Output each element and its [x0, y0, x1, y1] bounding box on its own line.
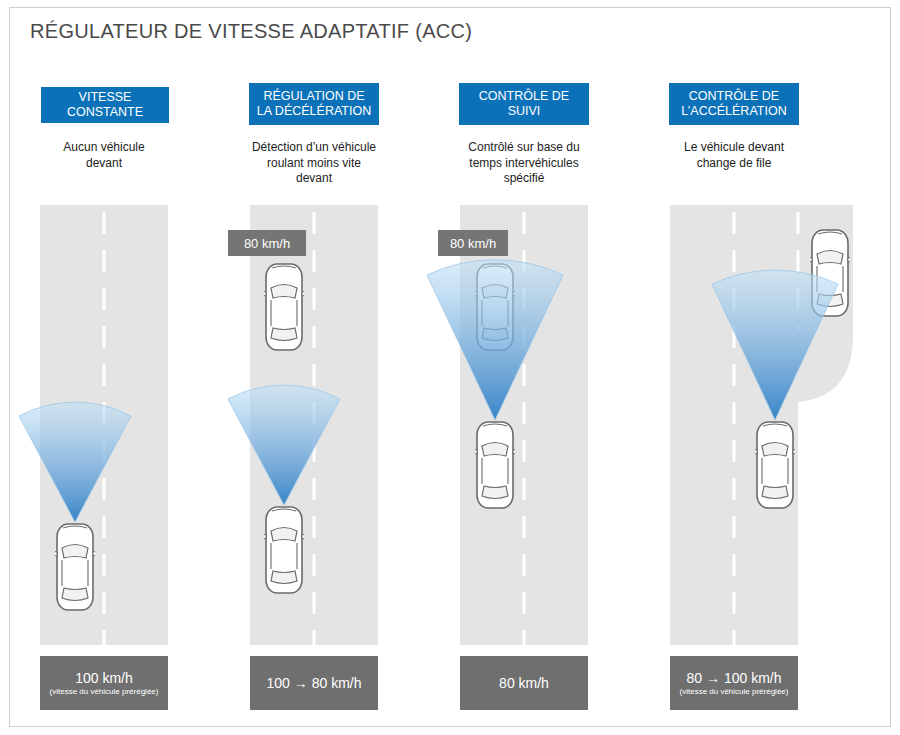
box-text: 100 → 80 km/h	[267, 675, 362, 692]
box-text: CONTRÔLE DE SUIVI	[465, 89, 583, 119]
box-text: 100 km/h	[75, 670, 133, 687]
speed-tag: 80 km/h	[228, 230, 306, 256]
mode-header: CONTRÔLE DE L’ACCÉLÉRATION	[669, 83, 799, 125]
box-text: 80 → 100 km/h	[687, 670, 782, 687]
roads	[40, 205, 853, 645]
description: Contrôlé sur base du temps intervéhicule…	[459, 140, 589, 187]
box-subtext: (vitesse du véhicule préréglée)	[50, 687, 159, 697]
frame	[10, 8, 891, 727]
cars	[53, 230, 852, 610]
mode-header: RÉGULATION DE LA DÉCÉLÉRATION	[249, 83, 379, 125]
box-text: 80 km/h	[450, 236, 496, 251]
box-subtext: (vitesse du véhicule préréglée)	[680, 687, 789, 697]
description: Le véhicule devant change de file	[669, 140, 799, 171]
mode-header: VITESSE CONSTANTE	[41, 87, 169, 123]
box-text: 80 km/h	[499, 675, 549, 692]
description: Détection d’un véhicule roulant moins vi…	[249, 140, 379, 187]
speed-box: 80 km/h	[460, 656, 588, 710]
box-text: RÉGULATION DE LA DÉCÉLÉRATION	[255, 89, 373, 119]
speed-tag: 80 km/h	[438, 230, 508, 256]
box-text: VITESSE CONSTANTE	[47, 90, 163, 120]
mode-header: CONTRÔLE DE SUIVI	[459, 83, 589, 125]
box-text: CONTRÔLE DE L’ACCÉLÉRATION	[675, 89, 793, 119]
box-text: 80 km/h	[244, 236, 290, 251]
description: Aucun véhicule devant	[44, 140, 164, 171]
speed-box: 100 → 80 km/h	[250, 656, 378, 710]
radar-beams	[19, 260, 838, 522]
speed-box: 80 → 100 km/h(vitesse du véhicule prérég…	[670, 656, 798, 710]
diagram-title: RÉGULATEUR DE VITESSE ADAPTATIF (ACC)	[30, 20, 472, 43]
lane-marks	[104, 212, 798, 645]
speed-box: 100 km/h(vitesse du véhicule préréglée)	[40, 656, 168, 710]
